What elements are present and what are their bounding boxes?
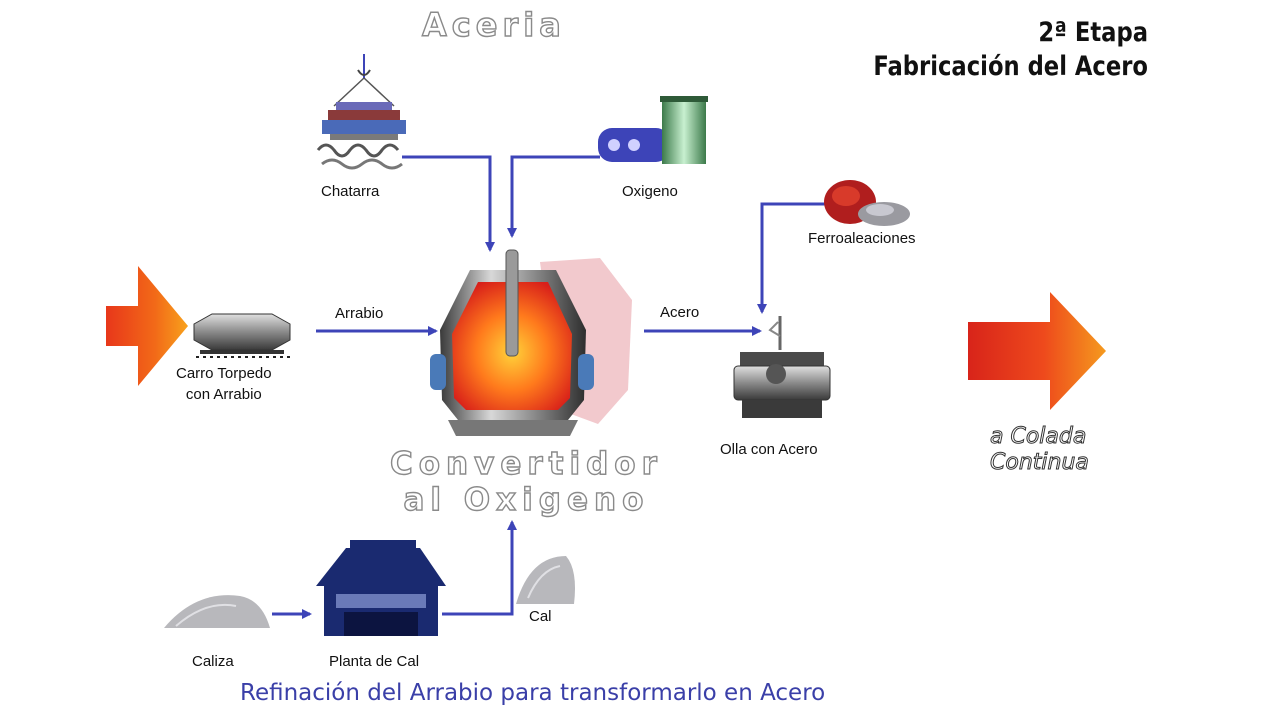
carro-torpedo-label: Carro Torpedo con Arrabio [176,363,272,405]
oxigeno-label: Oxigeno [622,183,678,200]
torpedo-car-icon [193,313,291,358]
converter-title: Convertidor al Oxigeno [389,445,663,518]
arrow-oxigeno-converter [507,155,600,238]
stage-title: 2ª Etapa Fabricación del Acero [873,16,1148,84]
converter-line-1: Convertidor [389,445,663,482]
colada-label: a Colada Continua [990,424,1090,476]
arrow-planta-converter [442,520,517,616]
lime-pile-icon [516,556,575,604]
flow-arrows [272,155,826,619]
stage-line-2: Fabricación del Acero [873,51,1148,82]
chatarra-label: Chatarra [321,183,380,200]
steel-ladle-icon [733,316,831,418]
arrow-chatarra-converter [402,155,495,252]
aceria-title: Aceria [421,5,566,44]
arrabio-label: Arrabio [335,305,384,322]
limestone-pile-icon [164,595,270,628]
ferroaleaciones-label: Ferroaleaciones [808,230,916,247]
input-block-arrow-icon [106,266,188,386]
carro-line-2: con Arrabio [185,386,262,403]
colada-line-1: a Colada [990,424,1087,450]
cal-label: Cal [529,608,552,625]
lime-plant-icon [316,540,446,636]
caliza-label: Caliza [192,653,234,670]
converter-icon [430,249,632,436]
arrow-ferro-olla [757,202,826,314]
oxygen-tank-icon [598,96,708,164]
ferroalloy-pile-icon [824,180,910,226]
carro-line-1: Carro Torpedo [176,365,272,382]
planta-label: Planta de Cal [329,653,420,670]
output-block-arrow-icon [968,292,1106,410]
acero-label: Acero [660,304,700,321]
scrap-magnet-icon [316,54,406,170]
caption: Refinación del Arrabio para transformarl… [240,680,826,706]
olla-label: Olla con Acero [720,441,818,458]
colada-line-2: Continua [990,450,1090,476]
stage-line-1: 2ª Etapa [1038,17,1148,48]
converter-line-2: al Oxigeno [403,481,650,518]
